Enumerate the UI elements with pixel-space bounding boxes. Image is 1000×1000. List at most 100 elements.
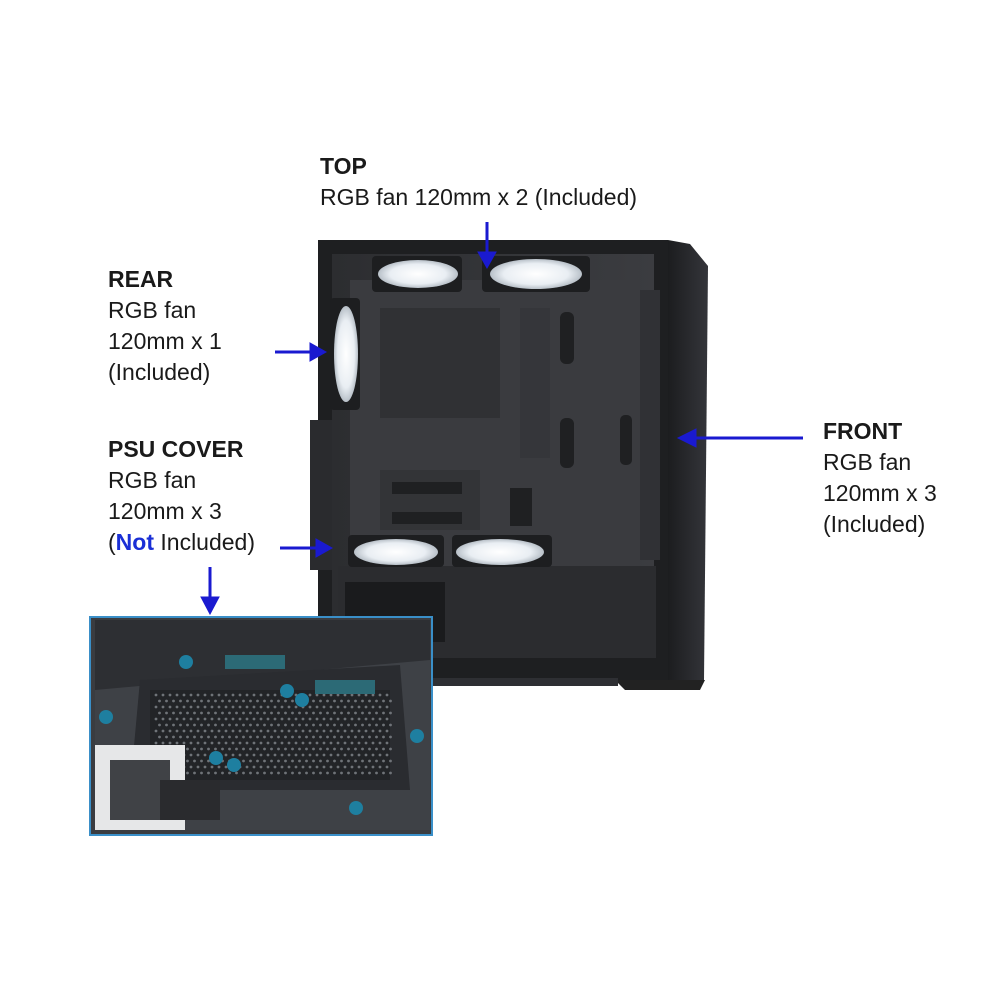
mesh-hole — [270, 723, 273, 727]
mesh-hole — [333, 771, 336, 775]
psu-line-1: RGB fan — [108, 467, 197, 493]
mesh-hole — [256, 699, 259, 703]
motherboard-tray — [350, 280, 640, 570]
mesh-hole — [207, 735, 210, 739]
mesh-hole — [193, 771, 196, 775]
mesh-hole — [382, 771, 385, 775]
mesh-hole — [291, 723, 294, 727]
mesh-hole — [210, 705, 214, 709]
mesh-hole — [291, 747, 294, 751]
mesh-hole — [305, 711, 308, 715]
not-included-accent: Not — [115, 529, 154, 555]
mesh-hole — [294, 717, 298, 721]
mesh-hole — [242, 723, 245, 727]
mesh-hole — [294, 753, 298, 757]
mesh-hole — [196, 753, 200, 757]
mesh-hole — [221, 771, 224, 775]
mesh-hole — [389, 747, 392, 751]
mesh-hole — [315, 705, 319, 709]
mesh-hole — [347, 711, 350, 715]
mesh-hole — [256, 747, 259, 751]
label-rear: REAR RGB fan 120mm x 1 (Included) — [108, 264, 222, 388]
mesh-hole — [196, 729, 200, 733]
mesh-hole — [357, 717, 361, 721]
mesh-hole — [347, 723, 350, 727]
mesh-hole — [263, 771, 266, 775]
mesh-hole — [168, 729, 172, 733]
mesh-hole — [284, 747, 287, 751]
psu-line-3-prefix: ( — [108, 529, 116, 555]
mesh-hole — [273, 693, 277, 697]
mesh-hole — [305, 735, 308, 739]
mesh-hole — [200, 771, 203, 775]
mesh-hole — [298, 711, 301, 715]
mesh-hole — [161, 705, 165, 709]
mesh-hole — [200, 747, 203, 751]
mesh-hole — [196, 705, 200, 709]
mesh-hole — [308, 717, 312, 721]
mesh-hole — [385, 693, 389, 697]
mesh-hole — [326, 759, 329, 763]
mesh-hole — [378, 753, 382, 757]
rear-fan — [330, 298, 360, 410]
mesh-hole — [301, 717, 305, 721]
mesh-hole — [385, 705, 389, 709]
mesh-hole — [168, 741, 172, 745]
arrows — [200, 222, 803, 616]
label-psu-cover: PSU COVER RGB fan 120mm x 3 (Not Include… — [108, 434, 255, 558]
mesh-hole — [235, 771, 238, 775]
mesh-hole — [364, 765, 368, 769]
mesh-hole — [326, 711, 329, 715]
mesh-hole — [186, 699, 189, 703]
mesh-hole — [273, 765, 277, 769]
mesh-hole — [277, 735, 280, 739]
mesh-hole — [322, 753, 326, 757]
mesh-hole — [354, 735, 357, 739]
mesh-hole — [378, 765, 382, 769]
mesh-hole — [333, 759, 336, 763]
mesh-hole — [249, 747, 252, 751]
mesh-hole — [259, 717, 263, 721]
mesh-hole — [196, 693, 200, 697]
mesh-hole — [371, 729, 375, 733]
mesh-hole — [203, 753, 207, 757]
mesh-hole — [287, 765, 291, 769]
mesh-hole — [203, 729, 207, 733]
mesh-hole — [336, 753, 340, 757]
mesh-hole — [340, 723, 343, 727]
mesh-hole — [182, 705, 186, 709]
mesh-hole — [242, 711, 245, 715]
mesh-hole — [343, 729, 347, 733]
mesh-hole — [291, 759, 294, 763]
mesh-hole — [266, 729, 270, 733]
mesh-hole — [389, 711, 392, 715]
mesh-hole — [305, 747, 308, 751]
mesh-hole — [385, 765, 389, 769]
psu-line-2: 120mm x 3 — [108, 498, 222, 524]
mesh-hole — [368, 759, 371, 763]
front-line-1: RGB fan — [823, 449, 912, 475]
mesh-hole — [350, 693, 354, 697]
mesh-hole — [350, 705, 354, 709]
psu-cover-inset — [89, 616, 433, 836]
psu-fan-2 — [452, 535, 552, 567]
mesh-hole — [231, 753, 235, 757]
mesh-hole — [175, 729, 179, 733]
mesh-hole — [168, 717, 172, 721]
mesh-hole — [389, 735, 392, 739]
mesh-hole — [322, 705, 326, 709]
mesh-hole — [210, 741, 214, 745]
mesh-hole — [235, 711, 238, 715]
mesh-hole — [298, 747, 301, 751]
mesh-hole — [154, 693, 158, 697]
mesh-hole — [305, 723, 308, 727]
mesh-hole — [203, 705, 207, 709]
mesh-hole — [284, 771, 287, 775]
rear-heading: REAR — [108, 266, 174, 292]
mesh-hole — [340, 747, 343, 751]
mesh-hole — [294, 741, 298, 745]
mesh-hole — [273, 705, 277, 709]
mesh-hole — [375, 747, 378, 751]
mesh-hole — [385, 729, 389, 733]
mesh-hole — [207, 699, 210, 703]
